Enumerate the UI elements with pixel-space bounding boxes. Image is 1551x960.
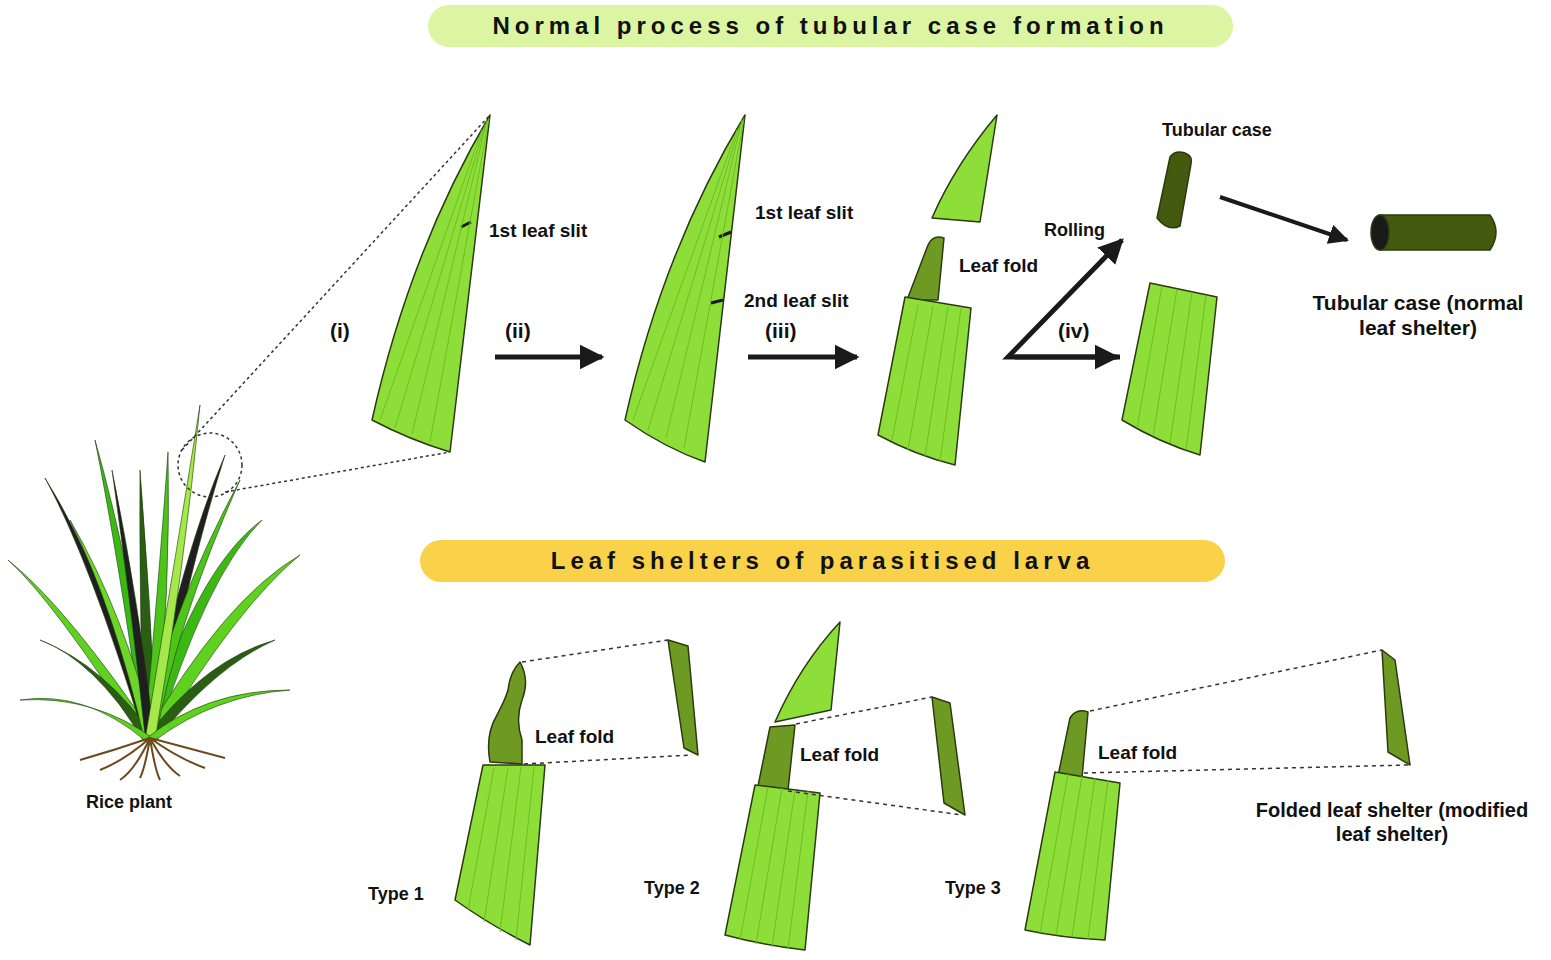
leaf-vein [648,125,740,430]
label-text: 1st leaf slit [753,202,855,225]
rice-plant [8,405,300,780]
leaf [625,115,745,462]
label-text: Leaf fold [957,255,1040,278]
leaf-vein [380,130,482,420]
leaf [878,297,971,465]
plant-root [150,738,225,758]
leaf-vein [1040,774,1068,933]
leaf-vein [925,307,948,456]
tubular-case [1157,152,1191,228]
title-band: Leaf shelters of parasitised larva [420,540,1225,582]
plant-leaf [112,470,155,740]
process-arrow [495,355,602,360]
leaf-vein [756,788,782,944]
label-text: (i) [328,318,352,343]
label-text: Rolling [1042,220,1107,242]
leaf-vein [1186,295,1206,450]
leaf-vein [940,308,961,461]
folded-shelter [932,697,965,815]
leader-dots [1090,650,1382,711]
leaf [1025,772,1120,940]
label-text: Leaf fold [1096,742,1179,765]
leaf-fold [907,237,944,300]
plant-root [140,738,150,778]
leaf-slit [711,300,723,303]
process-arrow [1220,197,1347,240]
label-text: Folded leaf shelter (modified leaf shelt… [1250,798,1534,846]
leaf-vein [395,125,485,428]
zoom-line [225,452,450,492]
leaf-slit [719,232,731,237]
folded-shelter [1382,650,1410,765]
plant-root [120,738,150,780]
leaf-vein [1153,289,1177,436]
label-text: Tubular case (normal leaf shelter) [1291,290,1545,340]
leader-dots [788,791,962,815]
plant-leaf [145,690,291,740]
leaf-fold [758,725,795,790]
heading-text: Leaf shelters of parasitised larva [551,547,1095,575]
label-text: Tubular case [1160,120,1274,142]
tubular-case [1380,215,1496,250]
plant-root [150,738,180,776]
leaf-vein [892,305,918,440]
leaf-vein [633,130,737,420]
leaf-tip [932,115,997,222]
label-text: (iv) [1056,318,1092,343]
plant-root [80,738,150,760]
leaf-fold [1058,711,1088,778]
leader-dots [796,697,932,724]
plant-leaf [20,698,156,740]
leaf-vein [1056,776,1082,935]
label-text: 1st leaf slit [487,220,589,243]
leaf-fold [489,662,526,764]
leaf-vein [430,118,489,442]
leaf-vein [740,787,768,940]
leaf [455,765,545,945]
heading-text: Normal process of tubular case formation [492,12,1168,40]
leaf-tip [775,622,840,722]
label-text: (iii) [763,318,799,343]
label-text: Rice plant [84,792,174,814]
tube-opening [1371,215,1389,250]
leaf [725,785,820,950]
title-band: Normal process of tubular case formation [428,5,1233,47]
leader-dots [1084,765,1408,773]
process-arrow [1015,355,1117,360]
label-text: Type 1 [366,884,426,906]
leaf-vein [500,767,521,932]
label-text: Type 2 [642,878,702,900]
leaf-vein [516,767,534,940]
folded-shelter [668,640,698,755]
leader-dots [524,755,692,764]
leaf-vein [684,118,744,448]
leaf-vein [1170,292,1192,443]
label-text: (ii) [503,318,533,343]
label-text: 2nd leaf slit [742,290,851,313]
plant-leaf [145,405,200,740]
process-arrow [748,355,857,360]
leader-dots [522,640,668,662]
plant-root [150,738,205,768]
leaf [372,115,490,452]
leaf-vein [788,791,808,949]
label-text: Leaf fold [798,744,881,767]
leaf [1122,283,1217,455]
leaf-vein [468,768,494,910]
leaf-vein [666,120,742,438]
zoom-circle [178,433,242,497]
leaf-vein [1088,780,1108,939]
label-text: Type 3 [943,878,1003,900]
label-text: Leaf fold [533,726,616,749]
leaf-vein [412,120,487,434]
